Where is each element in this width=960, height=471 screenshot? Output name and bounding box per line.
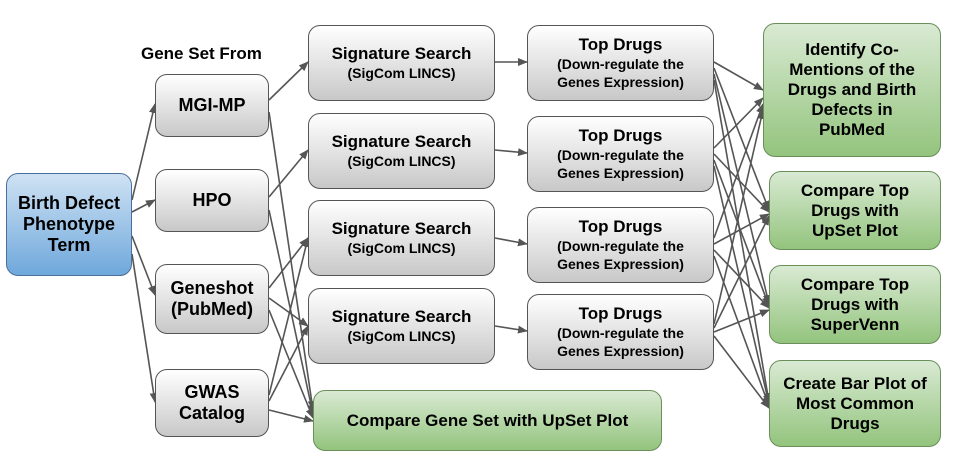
signature-search-node-1: Signature Search (SigCom LINCS) (308, 25, 495, 101)
top-drugs-node-4: Top Drugs (Down-regulate the Genes Expre… (527, 294, 714, 370)
signature-search-title: Signature Search (331, 132, 472, 151)
arrow-5 (268, 149, 309, 198)
arrow-27 (713, 213, 770, 245)
arrow-17 (494, 325, 528, 334)
arrow-10 (268, 111, 316, 411)
source-node-hpo: HPO (155, 169, 269, 232)
output-node-supervenn: Compare Top Drugs with SuperVenn (769, 265, 941, 344)
arrow-16 (494, 237, 528, 247)
top-drugs-subtitle: (Down-regulate the Genes Expression) (557, 147, 684, 181)
arrow-13 (268, 409, 314, 423)
top-drugs-subtitle: (Down-regulate the Genes Expression) (557, 325, 684, 359)
arrow-7 (268, 297, 309, 327)
arrow-9 (268, 325, 309, 402)
signature-search-subtitle: (SigCom LINCS) (347, 240, 456, 256)
arrow-25 (713, 165, 771, 405)
arrow-19 (713, 67, 770, 211)
source-node-geneshot: Geneshot (PubMed) (155, 264, 269, 334)
signature-search-subtitle: (SigCom LINCS) (347, 65, 456, 81)
output-node-bar-plot: Create Bar Plot of Most Common Drugs (769, 360, 941, 447)
signature-search-title: Signature Search (331, 307, 472, 326)
arrow-26 (713, 103, 764, 239)
top-drugs-title: Top Drugs (578, 35, 663, 54)
gene-set-from-heading: Gene Set From (141, 44, 262, 63)
arrow-1 (131, 199, 156, 213)
signature-search-title: Signature Search (331, 219, 472, 238)
signature-search-title: Signature Search (331, 44, 472, 63)
arrow-3 (131, 253, 158, 403)
top-drugs-node-3: Top Drugs (Down-regulate the Genes Expre… (527, 207, 714, 283)
arrow-0 (131, 103, 157, 201)
arrow-23 (713, 153, 770, 213)
signature-search-node-4: Signature Search (SigCom LINCS) (308, 288, 495, 364)
top-drugs-subtitle: (Down-regulate the Genes Expression) (557, 238, 684, 272)
arrow-28 (713, 249, 770, 309)
arrow-8 (268, 237, 310, 396)
top-drugs-node-1: Top Drugs (Down-regulate the Genes Expre… (527, 25, 714, 101)
compare-gene-set-upset-node: Compare Gene Set with UpSet Plot (313, 390, 662, 451)
arrow-30 (713, 109, 765, 325)
signature-search-subtitle: (SigCom LINCS) (347, 153, 456, 169)
output-node-co-mentions: Identify Co-Mentions of the Drugs and Bi… (763, 23, 941, 157)
top-drugs-subtitle: (Down-regulate the Genes Expression) (557, 56, 684, 90)
arrow-31 (713, 215, 770, 329)
arrow-11 (268, 209, 316, 415)
top-drugs-title: Top Drugs (578, 304, 663, 323)
arrow-33 (713, 335, 770, 409)
top-drugs-title: Top Drugs (578, 217, 663, 236)
source-node-mgi-mp: MGI-MP (155, 74, 269, 137)
arrow-21 (713, 79, 772, 403)
output-node-upset-drugs: Compare Top Drugs with UpSet Plot (769, 171, 941, 250)
arrow-32 (713, 309, 770, 333)
arrow-6 (268, 237, 309, 289)
arrow-20 (713, 73, 771, 305)
arrow-22 (713, 97, 764, 149)
arrow-18 (713, 61, 764, 91)
arrow-15 (494, 148, 528, 157)
signature-search-subtitle: (SigCom LINCS) (347, 328, 456, 344)
signature-search-node-2: Signature Search (SigCom LINCS) (308, 113, 495, 189)
top-drugs-title: Top Drugs (578, 126, 663, 145)
birth-defect-input-node: Birth Defect Phenotype Term (6, 173, 132, 276)
top-drugs-node-2: Top Drugs (Down-regulate the Genes Expre… (527, 116, 714, 192)
source-node-gwas-catalog: GWAS Catalog (155, 369, 269, 437)
arrow-4 (268, 61, 309, 101)
arrow-12 (268, 309, 314, 419)
arrow-2 (131, 235, 156, 296)
signature-search-node-3: Signature Search (SigCom LINCS) (308, 200, 495, 276)
arrow-24 (713, 159, 770, 307)
